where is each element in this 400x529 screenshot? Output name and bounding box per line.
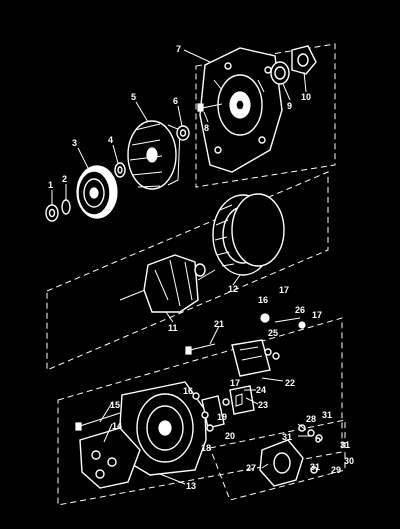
terminal-hardware-part [298, 424, 323, 474]
callout-8: 8 [204, 123, 209, 133]
rotor-part [119, 254, 216, 313]
callout-22: 22 [285, 378, 295, 388]
fan-part [127, 120, 181, 190]
rear-housing-part [119, 381, 207, 476]
callout-3: 3 [72, 138, 77, 148]
brush-holder-part [201, 393, 243, 429]
callout-26: 26 [295, 305, 305, 315]
callout-15: 15 [110, 400, 120, 410]
callout-17a: 17 [279, 285, 289, 295]
callout-28: 28 [306, 414, 316, 424]
callout-labels: 1 2 3 4 5 6 7 8 9 10 11 12 13 14 15 16 1… [48, 44, 354, 491]
callout-4: 4 [108, 135, 113, 145]
bearing-part [270, 61, 290, 85]
callout-20: 20 [225, 431, 235, 441]
callout-18: 18 [201, 443, 211, 453]
callout-17c: 17 [230, 378, 240, 388]
washer-part [61, 199, 71, 215]
through-bolt-part [75, 412, 121, 431]
callout-30: 30 [344, 456, 354, 466]
callout-29: 29 [331, 465, 341, 475]
callout-27: 27 [246, 463, 256, 473]
callout-2: 2 [62, 174, 67, 184]
callout-1: 1 [48, 180, 53, 190]
retainer-plate-part [291, 45, 317, 75]
callout-31a: 31 [322, 410, 332, 420]
callout-25: 25 [268, 328, 278, 338]
callout-19: 19 [217, 412, 227, 422]
callout-17b: 17 [312, 310, 322, 320]
callout-13: 13 [186, 481, 196, 491]
pulley-part [76, 165, 118, 219]
callout-7: 7 [176, 44, 181, 54]
callout-31b: 31 [282, 432, 292, 442]
callout-23: 23 [258, 400, 268, 410]
callout-16b: 16 [183, 386, 193, 396]
callout-9: 9 [287, 101, 292, 111]
spacer-part [114, 162, 126, 178]
callout-6: 6 [173, 96, 178, 106]
callout-11: 11 [168, 323, 178, 333]
small-hardware-part [192, 348, 280, 432]
front-housing-part [199, 47, 283, 173]
callout-14: 14 [112, 421, 122, 431]
front-collar-part [176, 125, 190, 141]
callout-16a: 16 [258, 295, 268, 305]
rectifier-plate-part [79, 427, 141, 489]
callout-24: 24 [256, 385, 266, 395]
callout-31c: 31 [340, 440, 350, 450]
callout-5: 5 [131, 92, 136, 102]
leader-lines [51, 49, 310, 485]
bolt-part [197, 103, 223, 112]
screw-part [185, 313, 306, 355]
rear-cover-part [259, 439, 304, 487]
callout-21: 21 [214, 319, 224, 329]
callout-10: 10 [301, 92, 311, 102]
nut-part [45, 204, 59, 222]
callout-12: 12 [228, 284, 238, 294]
stator-part [212, 193, 285, 276]
callout-31d: 31 [310, 462, 320, 472]
